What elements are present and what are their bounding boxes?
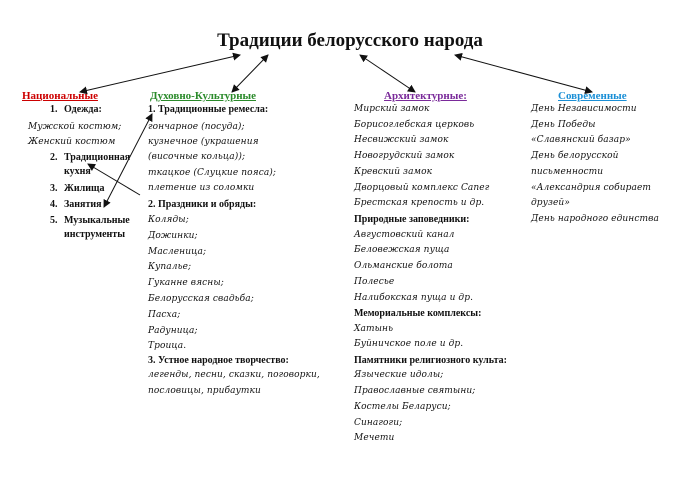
architectural-heading: Архитектурные:	[384, 90, 467, 102]
arrow-kitchen-to-crafts	[87, 163, 141, 196]
reserve-item: Налибокская пуща и др.	[354, 293, 474, 303]
national-item-3-label: Жилища	[64, 183, 105, 194]
memorials-title: Мемориальные комплексы:	[354, 308, 482, 319]
modern-heading: Современные	[558, 90, 627, 102]
spiritual-heading: Духовно-Культурные	[150, 90, 256, 102]
building-item: Брестская крепость и др.	[354, 198, 485, 208]
memorial-item: Буйничское поле и др.	[354, 339, 464, 349]
religious-item: Синагоги;	[354, 418, 403, 428]
memorial-item: Хатынь	[354, 324, 394, 334]
building-item: Мирский замок	[354, 104, 430, 114]
holiday-item: Купалье;	[148, 262, 192, 272]
building-item: Кревский замок	[354, 167, 433, 177]
holiday-item: Пасха;	[148, 310, 181, 320]
reserve-item: Беловежская пуща	[354, 245, 450, 255]
craft-item: гончарное (посуда);	[148, 122, 245, 132]
national-heading: Национальные	[22, 90, 98, 102]
holiday-item: Радуница;	[148, 326, 198, 336]
reserve-item: Ольманские болота	[354, 261, 453, 271]
building-item: Несвижский замок	[354, 135, 449, 145]
religious-item: Православные святыни;	[354, 386, 476, 396]
spiritual-section-1-title: 1. Традиционные ремесла:	[148, 104, 269, 115]
religious-item: Костелы Беларуси;	[354, 402, 451, 412]
arrow-to-national	[79, 52, 241, 95]
modern-item: День Независимости	[531, 104, 637, 114]
building-item: Новогрудский замок	[354, 151, 455, 161]
arrow-to-modern	[454, 52, 593, 95]
religious-item: Языческие идолы;	[354, 370, 444, 380]
modern-item: письменности	[531, 167, 604, 177]
spiritual-section-3-title: 3. Устное народное творчество:	[148, 355, 289, 366]
modern-item: «Славянский базар»	[531, 135, 631, 145]
craft-item: плетение из соломки	[148, 183, 255, 193]
national-item-5-number: 5.	[50, 215, 58, 226]
holiday-item: Масленица;	[148, 247, 207, 257]
arrow-to-spiritual	[231, 54, 269, 93]
national-item-1-number: 1.	[50, 104, 58, 115]
national-item-5-line-1: Музыкальные	[64, 215, 130, 226]
holiday-item: Дожинки;	[148, 231, 198, 241]
building-item: Борисоглебская церковь	[354, 120, 475, 130]
arrow-to-architectural	[359, 54, 416, 93]
building-item: Дворцовый комплекс Сапег	[354, 183, 490, 193]
craft-item: кузнечное (украшения	[148, 137, 259, 147]
reserve-item: Августовский канал	[354, 230, 455, 240]
national-item-4-label: Занятия	[64, 199, 102, 210]
folklore-line: пословицы, прибаутки	[148, 386, 261, 396]
page-title: Традиции белорусского народа	[217, 30, 483, 51]
reserves-title: Природные заповедники:	[354, 214, 470, 225]
modern-item: День народного единства	[531, 214, 659, 224]
modern-item: «Александрия собирает	[531, 183, 652, 193]
national-item-1-label: Одежда:	[64, 104, 102, 115]
holiday-item: Белорусская свадьба;	[148, 294, 254, 304]
national-item-2-number: 2.	[50, 152, 58, 163]
national-item-2-line-1: Традиционная	[64, 152, 131, 163]
arrow-crafts-to-occupations	[103, 113, 153, 208]
national-item-1-line-2: Женский костюм	[28, 137, 116, 147]
religious-title: Памятники религиозного культа:	[354, 355, 507, 366]
national-item-1-line-1: Мужской костюм;	[28, 122, 122, 132]
modern-item: День Победы	[531, 120, 596, 130]
reserve-item: Полесье	[354, 277, 395, 287]
craft-item: ткацкое (Слуцкие пояса);	[148, 168, 277, 178]
national-item-2-line-2: кухня	[64, 166, 91, 177]
national-item-5-line-2: инструменты	[64, 229, 126, 240]
modern-item: День белорусской	[531, 151, 619, 161]
modern-item: друзей»	[531, 198, 570, 208]
religious-item: Мечети	[354, 433, 395, 443]
national-item-3-number: 3.	[50, 183, 58, 194]
holiday-item: Гуканне вясны;	[148, 278, 224, 288]
holiday-item: Коляды;	[148, 215, 189, 225]
spiritual-section-2-title: 2. Праздники и обряды:	[148, 199, 257, 210]
folklore-line: легенды, песни, сказки, поговорки,	[148, 370, 320, 380]
holiday-item: Троица.	[148, 341, 187, 351]
craft-item: (височные кольца));	[148, 152, 246, 162]
national-item-4-number: 4.	[50, 199, 58, 210]
